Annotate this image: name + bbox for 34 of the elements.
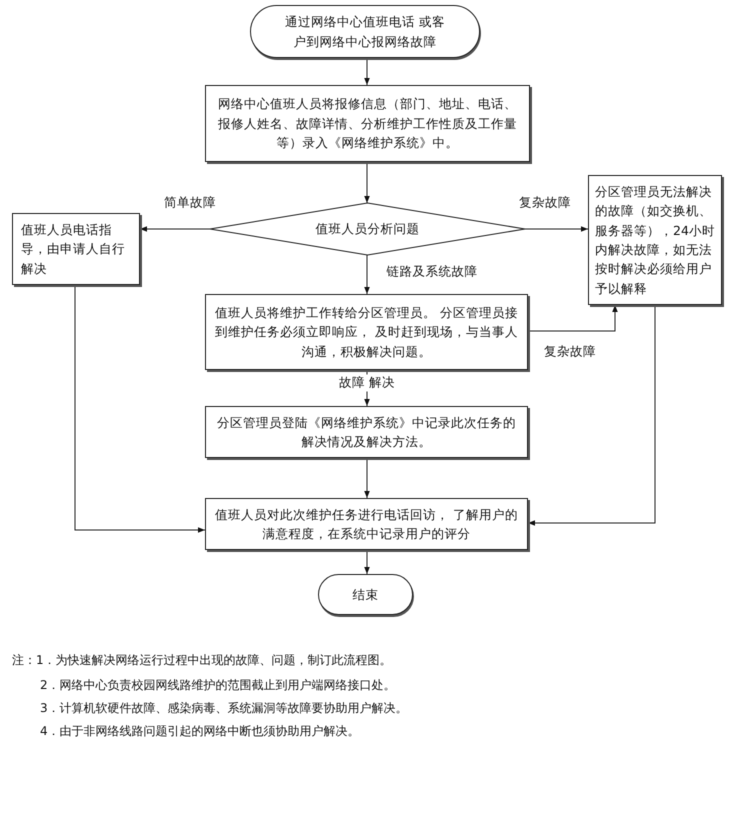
edge-label: 链路及系统故障 [384, 264, 480, 280]
node-text: 分区管理员登陆《网络维护系统》中记录此次任务的解决情况及解决方法。 [216, 414, 517, 451]
arrow [364, 254, 370, 294]
edge-label: 简单故障 [162, 194, 218, 212]
process-box [12, 213, 140, 285]
arrow [528, 304, 656, 526]
arrow [528, 304, 618, 332]
node-text: 值班人员分析问题 [316, 220, 420, 238]
arrow [140, 226, 210, 232]
arrow [364, 162, 370, 204]
edge-label: 故障 解决 [337, 374, 397, 392]
process-box [205, 85, 530, 162]
edge-label: 复杂故障 [542, 344, 598, 360]
node-text: 值班人员对此次维护任务进行电话回访， 了解用户的满意程度，在系统中记录用户的评分 [214, 506, 519, 543]
edge-label: 复杂故障 [517, 194, 573, 212]
arrow [364, 58, 370, 86]
process-box [205, 498, 528, 550]
node-text: 值班人员电话指导，由申请人自行解决 [21, 220, 126, 278]
note-text: 注：1．为快速解决网络运行过程中出现的故障、问题，制订此流程图。 [12, 652, 392, 669]
process-box [205, 406, 528, 458]
node-text: 通过网络中心值班电话 或客户到网络中心报网络故障 [284, 13, 446, 50]
note-text: 3．计算机软硬件故障、感染病毒、系统漏洞等故障要协助用户解决。 [40, 700, 408, 717]
node-text: 网络中心值班人员将报修信息（部门、地址、电话、报修人姓名、故障详情、分析维护工作性质及工作量等）录入《网络维护系统》中。 [217, 95, 518, 152]
process-box [588, 175, 722, 305]
arrow [364, 458, 370, 498]
arrow [364, 550, 370, 574]
arrow [524, 226, 588, 232]
node-text: 值班人员将维护工作转给分区管理员。 分区管理员接到维护任务必须立即响应， 及时赶到现场，与当事人沟通，积极解决问题。 [214, 304, 519, 361]
note-text: 4．由于非网络线路问题引起的网络中断也须协助用户解决。 [40, 723, 360, 740]
node-text: 分区管理员无法解决的故障（如交换机、服务器等），24小时内解决故障，如无法按时解决必须给用户予以解释 [595, 182, 715, 298]
node-text: 结束 [352, 586, 378, 604]
arrow [74, 284, 206, 533]
note-text: 2．网络中心负责校园网线路维护的范围截止到用户端网络接口处。 [40, 677, 396, 694]
process-box [205, 294, 528, 370]
